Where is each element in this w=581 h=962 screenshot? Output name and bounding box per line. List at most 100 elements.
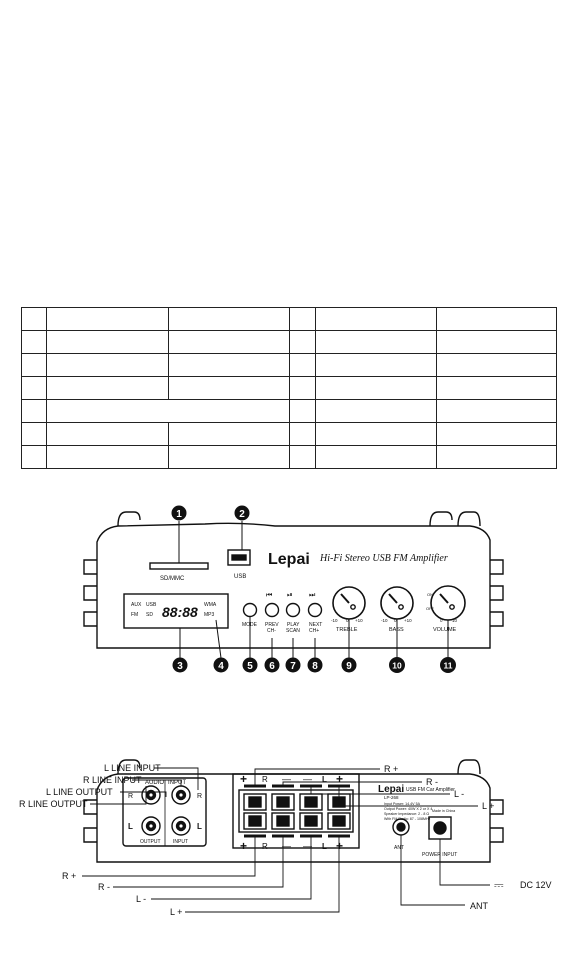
- label-r-minus-bottom: R -: [98, 882, 110, 892]
- next-sub-label: CH+: [309, 628, 319, 634]
- volume-label: VOLUME: [433, 627, 457, 633]
- callout-11: 11: [444, 661, 453, 671]
- volume-off: OFF: [426, 606, 435, 611]
- terminal-l-bottom: L: [322, 842, 327, 851]
- speaker-terminal-block: [232, 773, 360, 849]
- treble-min: -10: [331, 618, 338, 623]
- table-row: [21, 399, 557, 423]
- spec-line-2: Output Power: 40W X 2 or X 4: [384, 807, 432, 811]
- rca-panel: [122, 777, 207, 847]
- rca-jack-output-r[interactable]: [141, 785, 161, 805]
- rear-brand: Lepai: [378, 784, 404, 795]
- label-r-line-output: R LINE OUTPUT: [19, 799, 88, 809]
- heatsink-fin: [457, 511, 481, 527]
- next-label: NEXT: [309, 622, 322, 628]
- next-icon: ⏭: [309, 592, 316, 599]
- play-label: PLAY: [287, 622, 300, 628]
- bass-zero: 0: [394, 618, 397, 623]
- terminal-r-bottom: R: [262, 842, 268, 851]
- play-pause-icon: ⏯: [287, 592, 293, 599]
- play-button[interactable]: [285, 602, 301, 618]
- display-digits: 88:88: [162, 604, 198, 620]
- prev-icon: ⏮: [266, 592, 272, 599]
- display-wma: WMA: [204, 602, 217, 608]
- rca-l-right: L: [197, 822, 202, 831]
- heatsink-fin: [490, 559, 504, 575]
- display-fm: FM: [131, 612, 138, 618]
- callout-1: 1: [176, 509, 182, 520]
- table-row: [21, 330, 557, 354]
- rca-r-right: R: [197, 793, 202, 800]
- input-bottom-label: INPUT: [173, 839, 188, 845]
- power-input-label: POWER INPUT: [422, 852, 457, 858]
- usb-label: USB: [234, 574, 246, 580]
- rca-jack-input-l[interactable]: [171, 816, 191, 836]
- label-r-line-input: R LINE INPUT: [83, 775, 142, 785]
- speaker-terminals[interactable]: [243, 784, 351, 838]
- treble-max: +10: [355, 618, 363, 623]
- spec-line-4: With FM Radio: 87 - 108MHz: [384, 817, 431, 821]
- prev-button[interactable]: [264, 602, 280, 618]
- usb-port-inner: [231, 554, 247, 561]
- terminal-minus-l-top: —: [303, 774, 312, 784]
- bass-min: -10: [381, 618, 388, 623]
- terminal-minus-r-top: —: [282, 774, 291, 784]
- heatsink-fin: [490, 827, 504, 843]
- callout-2: 2: [239, 509, 245, 520]
- spec-line-3: Speaker Impedance: 2 - 8 Ω: [384, 812, 429, 816]
- terminal-plus-l-top: +: [336, 772, 343, 786]
- spec-line-1: Input Power: 14.4V 5A: [384, 802, 421, 806]
- callout-10: 10: [392, 661, 402, 671]
- rca-r-left: R: [128, 793, 133, 800]
- prev-sub-label: CH-: [267, 628, 276, 634]
- label-l-plus-top: L +: [482, 801, 494, 811]
- callout-6: 6: [269, 661, 275, 672]
- lcd-display: [123, 593, 229, 629]
- spec-line-5: Made in China: [432, 809, 455, 813]
- heatsink-fin: [490, 611, 504, 627]
- usb-port[interactable]: [227, 549, 251, 566]
- sd-card-slot[interactable]: [149, 562, 209, 570]
- output-label: OUTPUT: [140, 839, 161, 845]
- heatsink-fin: [117, 759, 141, 775]
- input-label: INPUT: [168, 780, 186, 786]
- next-button[interactable]: [307, 602, 323, 618]
- display-sd: SD: [146, 612, 153, 618]
- terminal-l-top: L: [322, 775, 327, 784]
- rca-l-left: L: [128, 822, 133, 831]
- play-sub-label: SCAN: [286, 628, 300, 634]
- callout-8: 8: [312, 661, 318, 672]
- display-aux: AUX: [131, 602, 142, 608]
- terminal-plus-l-bottom: +: [336, 839, 343, 853]
- treble-label: TREBLE: [336, 627, 358, 633]
- label-l-line-input: L LINE INPUT: [104, 763, 161, 773]
- heatsink-fin: [83, 559, 97, 575]
- display-usb: USB: [146, 602, 157, 608]
- mode-label: MODE: [242, 622, 258, 628]
- heatsink-fin: [83, 585, 97, 601]
- volume-max: 10: [452, 618, 458, 623]
- treble-zero: 0: [346, 618, 349, 623]
- terminal-plus-r-top: +: [240, 772, 247, 786]
- dc-callout: DC 12V: [520, 880, 552, 890]
- heatsink-fin: [117, 511, 141, 527]
- label-r-plus-top: R +: [384, 764, 398, 774]
- heatsink-fin: [429, 511, 453, 527]
- spec-table: [21, 307, 557, 469]
- heatsink-fin: [83, 611, 97, 627]
- front-panel-body-top: [96, 522, 491, 584]
- bass-max: +10: [404, 618, 412, 623]
- terminal-minus-l-bottom: —: [303, 841, 312, 851]
- prev-label: PREV: [265, 622, 279, 628]
- mode-button[interactable]: [242, 602, 258, 618]
- volume-min: 0: [440, 618, 443, 623]
- callout-3: 3: [177, 661, 183, 672]
- label-l-minus-bottom: L -: [136, 894, 146, 904]
- heatsink-fin: [490, 585, 504, 601]
- label-l-minus-top: L -: [454, 789, 464, 799]
- callout-4: 4: [218, 661, 224, 672]
- ant-callout: ANT: [470, 901, 489, 911]
- rca-jack-output-l[interactable]: [141, 816, 161, 836]
- rear-panel-body-bottom: [96, 832, 491, 863]
- display-mp3: MP3: [204, 612, 215, 618]
